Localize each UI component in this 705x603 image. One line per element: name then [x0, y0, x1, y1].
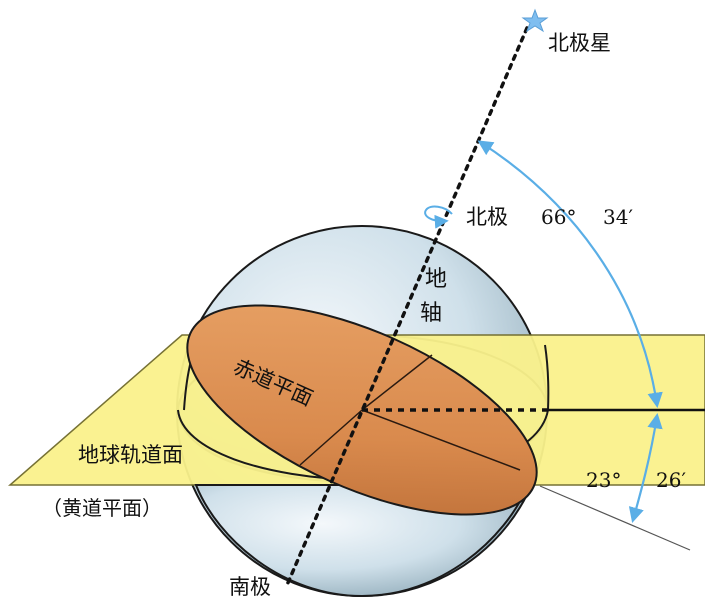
north-pole-label: 北极 [466, 205, 508, 229]
angle-lower-degrees: 23° [586, 468, 621, 492]
earth-axis-label-char-2: 轴 [420, 301, 442, 326]
angle-upper-degrees: 66° [541, 205, 576, 229]
north-star-icon [521, 8, 549, 33]
angle-lower-minutes: 26′ [656, 468, 686, 492]
equator-radius-line-2 [361, 409, 521, 471]
lower-guide-line [539, 485, 691, 551]
south-pole-label: 南极 [229, 575, 271, 599]
earth-axis-line [285, 26, 529, 587]
ecliptic-plane-label: （黄道平面） [42, 496, 162, 520]
angle-upper-minutes: 34′ [603, 205, 633, 229]
orbit-plane-label: 地球轨道面 [78, 443, 183, 467]
angle-arc-lower [628, 412, 663, 523]
rotation-arrow-icon [424, 205, 453, 229]
equator-radius-line-3 [299, 409, 363, 466]
equator-radius-line-1 [361, 354, 433, 411]
angle-arc-upper [477, 140, 663, 409]
earth-axis-label-char-1: 地 [425, 267, 447, 292]
north-star-label: 北极星 [548, 31, 611, 55]
